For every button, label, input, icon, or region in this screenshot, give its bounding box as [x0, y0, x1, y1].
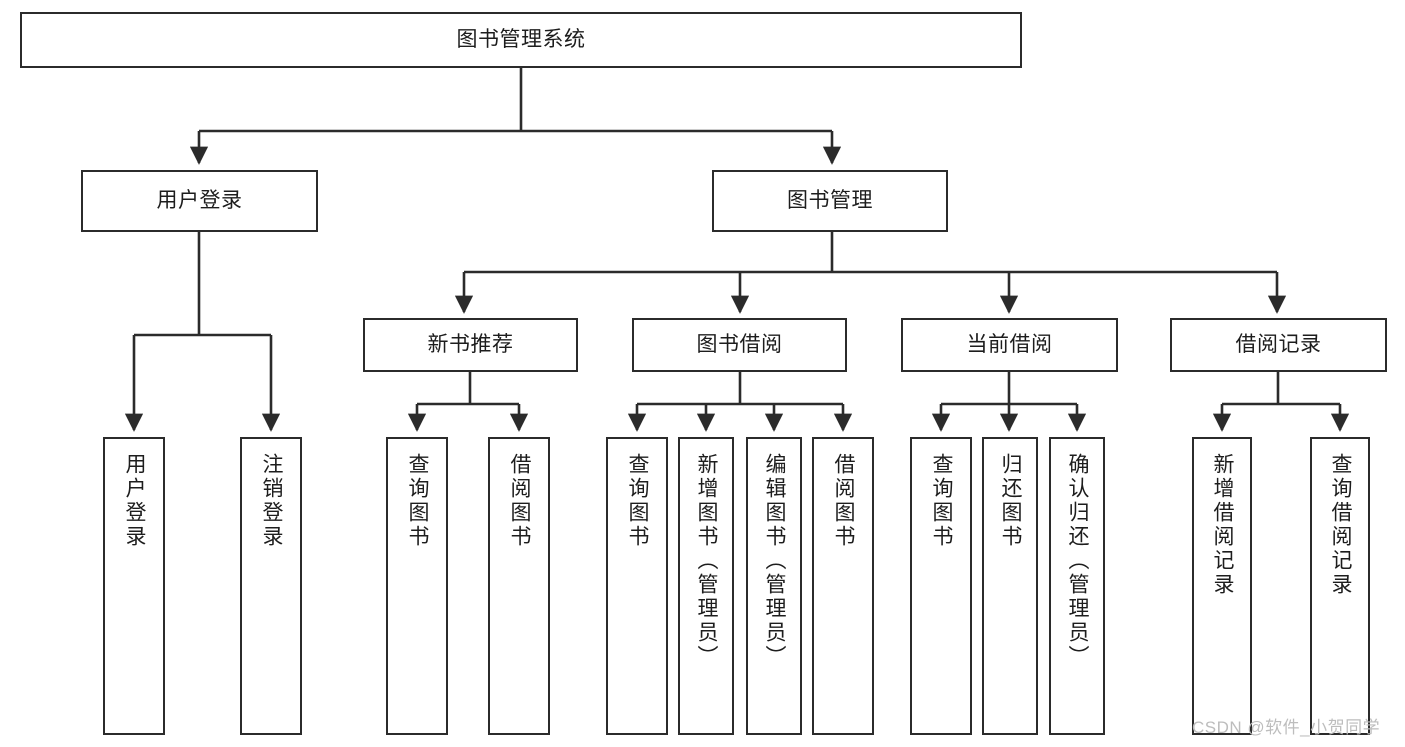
leaf-add-borrow-record[interactable]: 新增借阅记录: [1192, 437, 1252, 735]
node-label: 查询图书: [626, 453, 650, 549]
node-label: 注销登录: [260, 453, 284, 549]
leaf-query-book-recommend[interactable]: 查询图书: [386, 437, 448, 735]
node-user-login[interactable]: 用户登录: [81, 170, 318, 232]
node-label: 查询图书: [930, 453, 954, 549]
leaf-edit-book-admin[interactable]: 编辑图书（管理员）: [746, 437, 802, 735]
node-label: 用户登录: [123, 453, 147, 549]
node-label: 归还图书: [999, 453, 1023, 549]
leaf-add-book-admin[interactable]: 新增图书（管理员）: [678, 437, 734, 735]
csdn-watermark: CSDN @软件_小贺同学: [1192, 718, 1381, 737]
node-label: 查询图书: [406, 453, 430, 549]
node-label: 图书管理: [787, 188, 873, 212]
leaf-query-book-current[interactable]: 查询图书: [910, 437, 972, 735]
leaf-borrow-book-recommend[interactable]: 借阅图书: [488, 437, 550, 735]
leaf-logout[interactable]: 注销登录: [240, 437, 302, 735]
node-label: 用户登录: [156, 188, 243, 212]
node-label: 借阅图书: [508, 453, 532, 549]
leaf-user-login[interactable]: 用户登录: [103, 437, 165, 735]
leaf-confirm-return-admin[interactable]: 确认归还（管理员）: [1049, 437, 1105, 735]
node-label: 编辑图书（管理员）: [763, 453, 787, 669]
node-label: 借阅记录: [1235, 332, 1322, 356]
leaf-query-book-borrow[interactable]: 查询图书: [606, 437, 668, 735]
leaf-return-book[interactable]: 归还图书: [982, 437, 1038, 735]
node-label: 确认归还（管理员）: [1066, 453, 1090, 669]
node-current-borrow[interactable]: 当前借阅: [901, 318, 1118, 372]
node-label: 图书管理系统: [456, 27, 586, 51]
leaf-borrow-book[interactable]: 借阅图书: [812, 437, 874, 735]
leaf-query-borrow-record[interactable]: 查询借阅记录: [1310, 437, 1370, 735]
node-label: 新增图书（管理员）: [695, 453, 719, 669]
node-book-management[interactable]: 图书管理: [712, 170, 948, 232]
node-borrow-records[interactable]: 借阅记录: [1170, 318, 1387, 372]
node-root-book-management-system[interactable]: 图书管理系统: [20, 12, 1022, 68]
node-book-borrow[interactable]: 图书借阅: [632, 318, 847, 372]
node-label: 当前借阅: [966, 332, 1053, 356]
node-new-book-recommendation[interactable]: 新书推荐: [363, 318, 578, 372]
node-label: 借阅图书: [832, 453, 856, 549]
node-label: 新书推荐: [427, 332, 514, 356]
node-label: 新增借阅记录: [1211, 453, 1235, 597]
node-label: 查询借阅记录: [1329, 453, 1353, 597]
node-label: 图书借阅: [696, 332, 783, 356]
